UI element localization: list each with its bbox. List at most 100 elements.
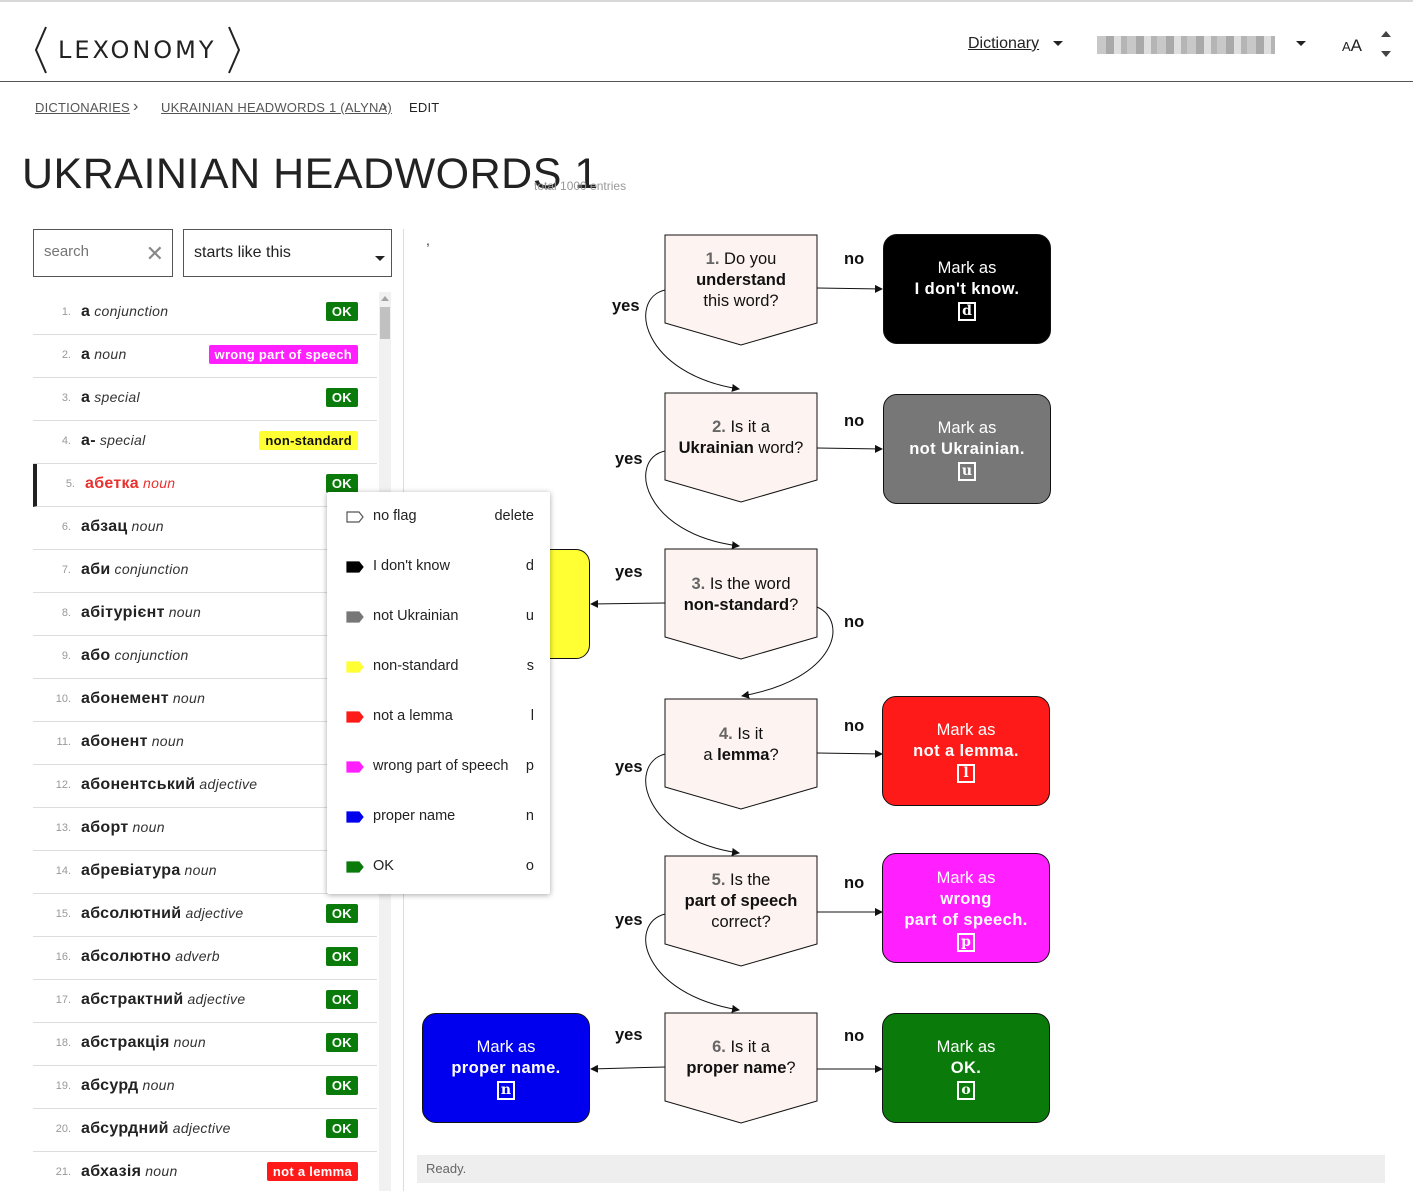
- breadcrumb-chevron-icon: ›: [133, 98, 139, 115]
- lexonomy-logo[interactable]: LEXONOMY: [34, 24, 241, 76]
- user-menu[interactable]: [1097, 36, 1275, 54]
- entry-number: 16.: [55, 951, 71, 963]
- entry-flag-badge[interactable]: OK: [325, 388, 358, 407]
- font-size-control[interactable]: AA: [1342, 36, 1363, 55]
- flag-menu-shortcut: l: [530, 708, 534, 724]
- search-input[interactable]: [44, 243, 144, 260]
- flag-menu-label: proper name: [373, 808, 456, 824]
- entry-number: 20.: [55, 1123, 71, 1135]
- question-2-text: 2. Is it a Ukrainian word?: [678, 418, 804, 457]
- entry-flag-badge[interactable]: OK: [325, 1119, 358, 1138]
- user-menu-caret-icon[interactable]: [1296, 41, 1306, 46]
- entry-pos: noun: [145, 1163, 178, 1179]
- entry-flag-badge[interactable]: OK: [325, 904, 358, 923]
- entry-flag-badge[interactable]: wrong part of speech: [208, 345, 358, 364]
- yes-label: yes: [615, 911, 643, 929]
- dictionary-menu-caret-icon[interactable]: [1053, 41, 1063, 46]
- breadcrumb-current: EDIT: [409, 100, 440, 115]
- flag-menu-shortcut: o: [525, 858, 534, 874]
- entry-pos: noun: [143, 475, 176, 491]
- entry-number: 15.: [55, 908, 71, 920]
- entry-flag-badge[interactable]: not a lemma: [266, 1162, 358, 1181]
- entry-flag-badge[interactable]: OK: [325, 1076, 358, 1095]
- status-bar: Ready.: [417, 1155, 1385, 1183]
- entry-number: 10.: [55, 693, 71, 705]
- scroll-up-icon[interactable]: [381, 296, 389, 301]
- entry-flag-badge[interactable]: OK: [325, 947, 358, 966]
- entry-flag-badge[interactable]: OK: [325, 474, 358, 493]
- dictionary-menu[interactable]: Dictionary: [968, 35, 1040, 52]
- font-size-down-icon[interactable]: [1381, 51, 1391, 57]
- no-label: no: [844, 613, 865, 631]
- font-size-up-icon[interactable]: [1381, 31, 1391, 37]
- question-3-shape: [664, 548, 818, 660]
- yes-label: yes: [612, 297, 640, 315]
- entry-number: 6.: [61, 521, 71, 533]
- app-header: LEXONOMY Dictionary AA: [0, 2, 1413, 82]
- question-1-shape: [664, 234, 818, 346]
- breadcrumb-dictionary[interactable]: UKRAINIAN HEADWORDS 1 (ALYNA): [161, 100, 392, 115]
- yes-label: yes: [615, 1026, 643, 1044]
- entry-number: 7.: [61, 564, 71, 576]
- logo-left-bracket-icon: [34, 26, 47, 74]
- scrollbar-thumb[interactable]: [380, 307, 390, 339]
- breadcrumb-dictionaries[interactable]: DICTIONARIES: [35, 100, 130, 115]
- clear-search-icon[interactable]: ✕: [145, 241, 164, 266]
- entry-pos: adverb: [175, 948, 220, 964]
- entry-flag-badge[interactable]: OK: [325, 302, 358, 321]
- logo-right-bracket-icon: [227, 26, 240, 74]
- search-mode-select[interactable]: starts like this: [183, 229, 392, 277]
- question-4-text: 4. Is it a lemma?: [703, 725, 779, 764]
- entry-flag-badge[interactable]: non-standard: [259, 431, 358, 450]
- entry-number: 18.: [55, 1037, 71, 1049]
- entry-number: 17.: [55, 994, 71, 1006]
- logo-text: LEXONOMY: [58, 36, 217, 64]
- entry-number: 14.: [55, 865, 71, 877]
- entry-number: 4.: [61, 435, 71, 447]
- entry-flag-badge[interactable]: OK: [325, 990, 358, 1009]
- entry-number: 11.: [56, 736, 71, 748]
- entry-flag-badge[interactable]: OK: [325, 1033, 358, 1052]
